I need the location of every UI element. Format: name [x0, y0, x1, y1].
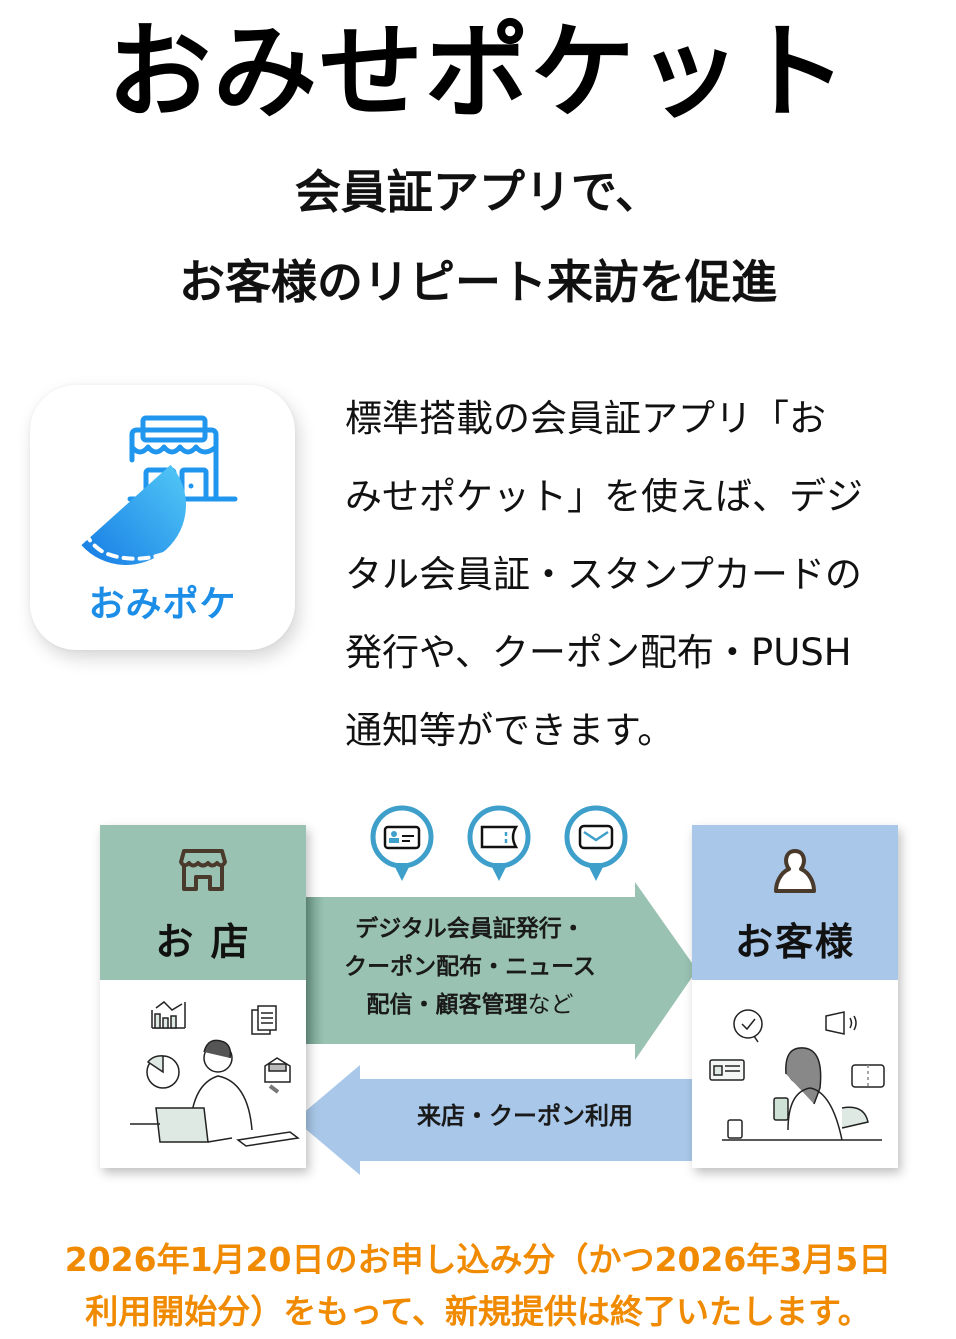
customer-box: お客様	[692, 825, 898, 1168]
arrow-label-light: など	[527, 992, 574, 1018]
store-box: お 店	[100, 825, 306, 1168]
subtitle-line-2: お客様のリピート来訪を促進	[179, 255, 777, 309]
customer-header: お客様	[692, 825, 898, 980]
store-icon	[179, 849, 227, 891]
notice-line-2: 利用開始分）をもって、新規提供は終了いたします。	[85, 1292, 871, 1331]
app-label: おみポケ	[88, 584, 237, 625]
description: 標準搭載の会員証アプリ「お みせポケット」を使えば、デジ タル会員証・スタンプカ…	[345, 380, 950, 770]
arrow-to-store-label: 来店・クーポン利用	[417, 1102, 633, 1130]
arrow-label-line: デジタル会員証発行・	[355, 916, 585, 942]
arrow-label-line: クーポン配布・ニュース	[344, 954, 596, 980]
member-card-icon	[370, 805, 434, 881]
arrow-label-bold: 配信・顧客管理	[366, 992, 528, 1018]
pocket-store-icon	[75, 415, 238, 565]
notice-line-1: 2026年1月20日のお申し込み分（かつ2026年3月5日	[64, 1240, 892, 1279]
mail-icon	[564, 805, 628, 881]
arrow-to-customer-label: デジタル会員証発行・ クーポン配布・ニュース 配信・顧客管理など	[305, 910, 635, 1024]
description-line: 発行や、クーポン配布・PUSH	[345, 631, 852, 674]
arrow-to-store	[295, 1065, 695, 1175]
description-line: 標準搭載の会員証アプリ「お	[345, 397, 826, 440]
person-icon	[774, 849, 816, 893]
arrow-to-customer	[305, 882, 697, 1060]
description-line: みせポケット」を使えば、デジ	[345, 475, 863, 518]
description-line: タル会員証・スタンプカードの	[345, 553, 862, 596]
arrow-label-line: 配信・顧客管理など	[305, 986, 635, 1024]
subtitle-line-1: 会員証アプリで、	[294, 165, 662, 219]
app-icon-card: おみポケ	[30, 385, 295, 650]
woman-with-smartphone-illustration	[709, 1009, 885, 1141]
store-label: お 店	[155, 920, 251, 964]
store-header: お 店	[100, 825, 306, 980]
coupon-ticket-icon	[467, 805, 531, 881]
page-title: おみせポケット	[106, 11, 849, 133]
customer-label: お客様	[734, 920, 855, 964]
man-at-laptop-illustration	[130, 1001, 300, 1147]
description-line: 通知等ができます。	[345, 709, 675, 752]
